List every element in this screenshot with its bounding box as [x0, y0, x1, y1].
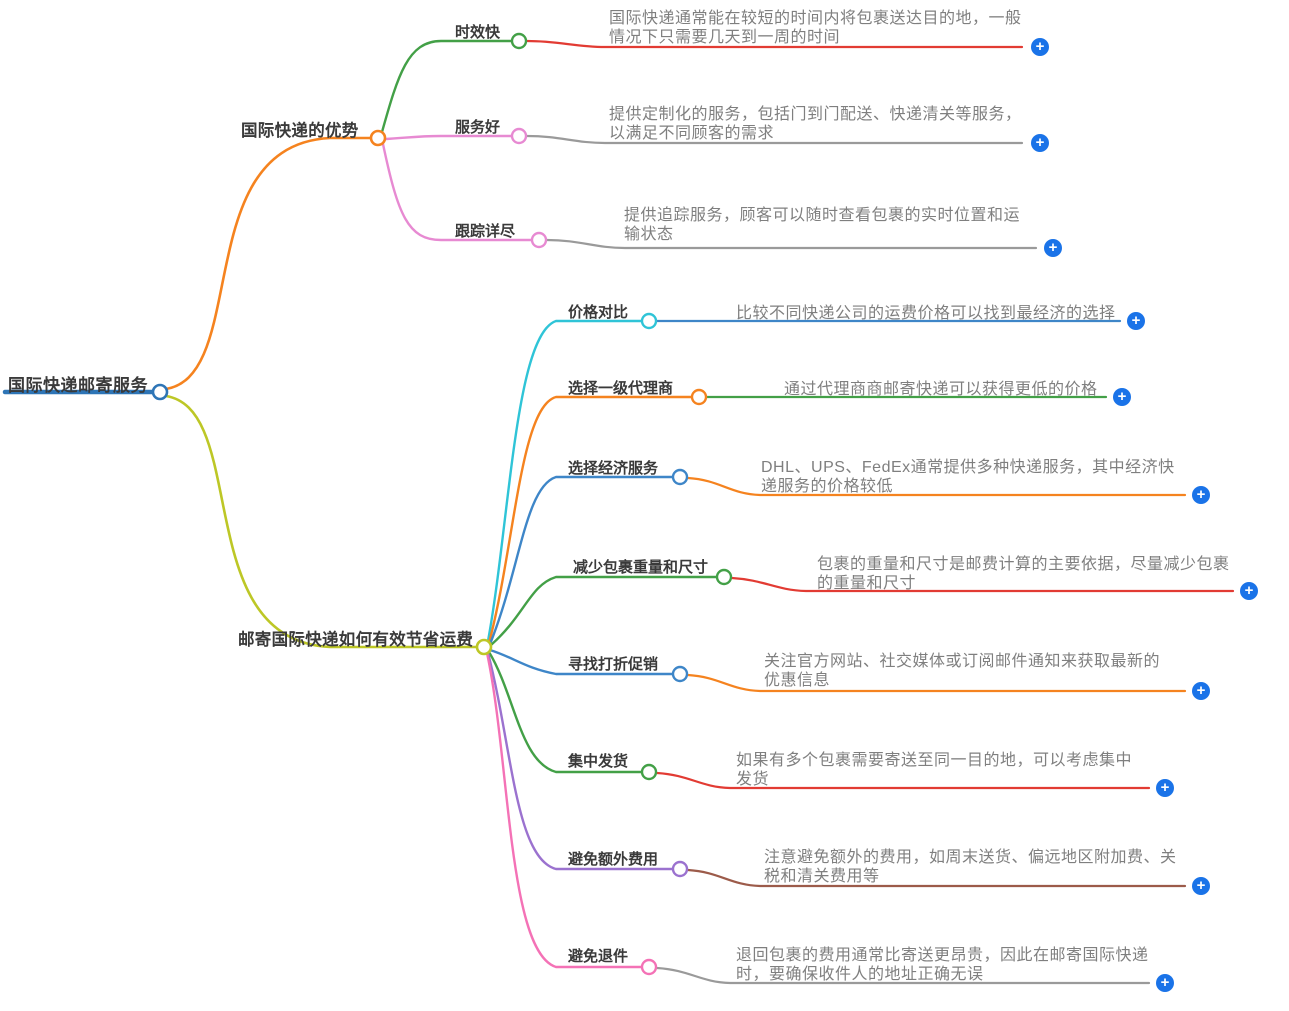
root-node-circle[interactable] — [151, 383, 169, 401]
consolidated-shipping-circle[interactable] — [640, 763, 658, 781]
desc-first-level-agent[interactable]: 通过代理商商邮寄快递可以获得更低的价格 — [784, 381, 1098, 398]
topic-first-level-agent[interactable]: 选择一级代理商 — [568, 380, 674, 397]
expand-button-avoid-extra-fees[interactable]: + — [1192, 877, 1210, 895]
expand-button-avoid-returns[interactable]: + — [1156, 974, 1174, 992]
line-economy-service-desc — [686, 476, 1187, 497]
desc-avoid-extra-fees[interactable]: 注意避免额外的费用，如周末送货、偏远地区附加费、关税和清关费用等 — [764, 849, 1177, 885]
topic-reduce-weight-size[interactable]: 减少包裹重量和尺寸 — [573, 559, 709, 576]
expand-button-good-service[interactable]: + — [1031, 134, 1049, 152]
expand-button-fast-delivery[interactable]: + — [1031, 38, 1049, 56]
curve-find-discounts — [488, 648, 675, 676]
line-avoid-extra-fees-desc — [686, 868, 1187, 888]
save-costs-node-circle[interactable] — [475, 638, 493, 656]
topic-good-service[interactable]: 服务好 — [455, 119, 501, 136]
curve-good-service — [384, 134, 514, 141]
first-level-agent-circle[interactable] — [690, 388, 708, 406]
curve-detailed-tracking — [381, 142, 534, 242]
reduce-weight-size-circle[interactable] — [715, 568, 733, 586]
line-reduce-weight-size-desc — [730, 576, 1235, 593]
expand-button-price-comparison[interactable]: + — [1127, 312, 1145, 330]
line-fast-delivery-desc — [525, 39, 1024, 49]
branch-curve-save-costs — [164, 394, 479, 649]
economy-service-circle[interactable] — [671, 468, 689, 486]
branch-label-advantages[interactable]: 国际快递的优势 — [241, 122, 359, 140]
topic-find-discounts[interactable]: 寻找打折促销 — [568, 656, 659, 673]
desc-price-comparison[interactable]: 比较不同快递公司的运费价格可以找到最经济的选择 — [736, 305, 1116, 322]
fast-delivery-circle[interactable] — [510, 32, 528, 50]
topic-fast-delivery[interactable]: 时效快 — [455, 24, 501, 41]
topic-detailed-tracking[interactable]: 跟踪详尽 — [455, 223, 516, 240]
expand-button-first-level-agent[interactable]: + — [1113, 388, 1131, 406]
find-discounts-circle[interactable] — [671, 665, 689, 683]
desc-detailed-tracking[interactable]: 提供追踪服务，顾客可以随时查看包裹的实时位置和运输状态 — [624, 207, 1021, 243]
line-detailed-tracking-desc — [545, 238, 1038, 250]
topic-price-comparison[interactable]: 价格对比 — [568, 304, 629, 321]
desc-avoid-returns[interactable]: 退回包裹的费用通常比寄送更昂贵，因此在邮寄国际快递时，要确保收件人的地址正确无误 — [736, 947, 1149, 983]
price-comparison-circle[interactable] — [640, 312, 658, 330]
advantages-node-circle[interactable] — [369, 129, 387, 147]
line-consolidated-shipping-desc — [655, 771, 1151, 790]
topic-economy-service[interactable]: 选择经济服务 — [568, 460, 659, 477]
branch-label-save-costs[interactable]: 邮寄国际快递如何有效节省运费 — [238, 631, 474, 649]
line-find-discounts-desc — [686, 673, 1187, 693]
desc-consolidated-shipping[interactable]: 如果有多个包裹需要寄送至同一目的地，可以考虑集中发货 — [736, 752, 1133, 788]
root-node-label[interactable]: 国际快递邮寄服务 — [8, 376, 148, 395]
detailed-tracking-circle[interactable] — [530, 231, 548, 249]
expand-button-consolidated-shipping[interactable]: + — [1156, 779, 1174, 797]
curve-consolidated-shipping — [487, 650, 644, 774]
expand-button-detailed-tracking[interactable]: + — [1044, 239, 1062, 257]
desc-find-discounts[interactable]: 关注官方网站、社交媒体或订阅邮件通知来获取最新的优惠信息 — [764, 653, 1161, 689]
curve-fast-delivery — [380, 39, 514, 134]
curve-reduce-weight-size — [489, 575, 719, 647]
line-good-service-desc — [525, 134, 1024, 145]
branch-curve-advantages — [164, 136, 373, 391]
desc-fast-delivery[interactable]: 国际快递通常能在较短的时间内将包裹送达目的地，一般情况下只需要几天到一周的时间 — [609, 10, 1022, 46]
avoid-returns-circle[interactable] — [640, 958, 658, 976]
curve-first-level-agent — [487, 395, 694, 645]
curve-avoid-returns — [485, 651, 644, 969]
topic-avoid-returns[interactable]: 避免退件 — [568, 948, 629, 965]
desc-economy-service[interactable]: DHL、UPS、FedEx通常提供多种快递服务，其中经济快递服务的价格较低 — [761, 459, 1175, 495]
curve-avoid-extra-fees — [486, 651, 675, 871]
expand-button-economy-service[interactable]: + — [1192, 486, 1210, 504]
line-avoid-returns-desc — [655, 966, 1151, 985]
avoid-extra-fees-circle[interactable] — [671, 860, 689, 878]
desc-reduce-weight-size[interactable]: 包裹的重量和尺寸是邮费计算的主要依据，尽量减少包裹的重量和尺寸 — [817, 556, 1230, 592]
curve-economy-service — [488, 475, 675, 646]
topic-consolidated-shipping[interactable]: 集中发货 — [568, 753, 629, 770]
curve-price-comparison — [486, 319, 644, 643]
desc-good-service[interactable]: 提供定制化的服务，包括门到门配送、快递清关等服务，以满足不同顾客的需求 — [609, 106, 1022, 142]
expand-button-find-discounts[interactable]: + — [1192, 682, 1210, 700]
good-service-circle[interactable] — [510, 127, 528, 145]
topic-avoid-extra-fees[interactable]: 避免额外费用 — [568, 851, 659, 868]
expand-button-reduce-weight-size[interactable]: + — [1240, 582, 1258, 600]
